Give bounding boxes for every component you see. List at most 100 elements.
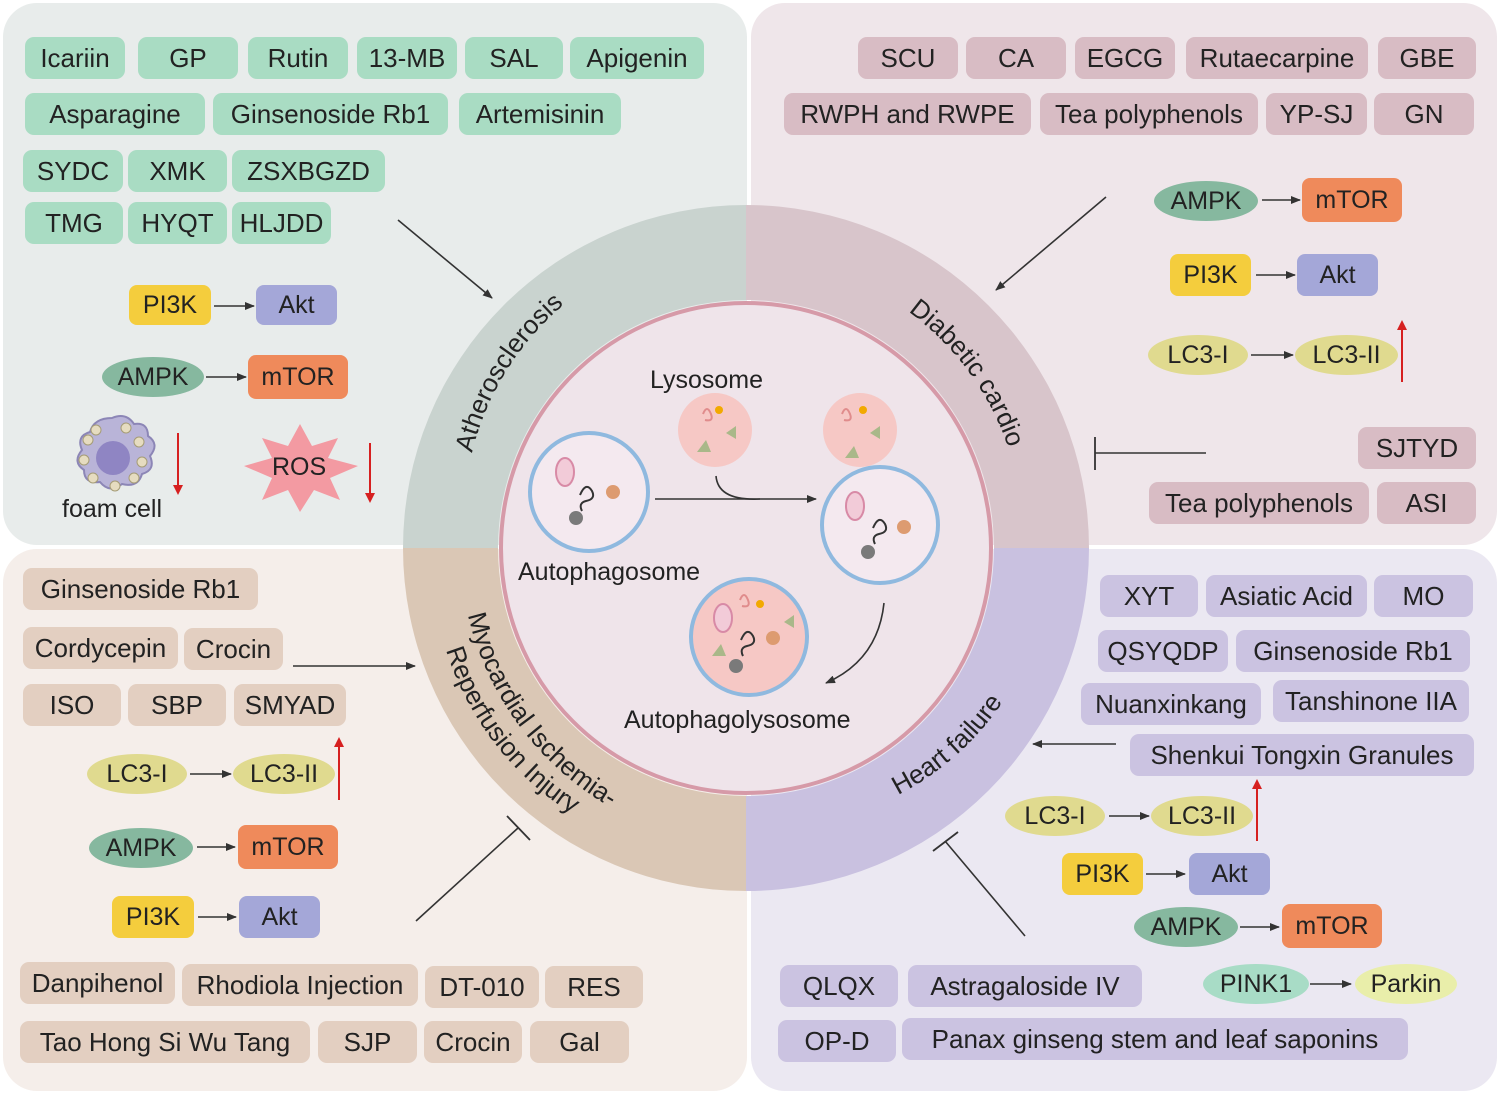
lc3-i-node: LC3-I: [1005, 796, 1105, 836]
drug-label: XYT: [1100, 575, 1198, 617]
drug-label: Tea polyphenols: [1040, 93, 1258, 135]
foam-cell-label: foam cell: [62, 495, 163, 523]
autophagolysosome-icon: [689, 577, 809, 697]
ring-segment-heart-failure: [746, 548, 1089, 891]
hf-inhibit-line: [944, 840, 1026, 937]
ring-segment-atherosclerosis: [403, 205, 746, 548]
hf-inhibit-bar: [932, 831, 959, 852]
inhibitor-label: Panax ginseng stem and leaf saponins: [902, 1018, 1408, 1060]
ampk-node: AMPK: [1134, 907, 1238, 947]
inhibitor-label: Tea polyphenols: [1149, 482, 1369, 524]
drug-label: Rutin: [248, 37, 348, 79]
drug-label: Asparagine: [25, 93, 205, 135]
drug-label: Apigenin: [570, 37, 704, 79]
drug-label: Icariin: [25, 37, 125, 79]
parkin-node: Parkin: [1355, 964, 1457, 1004]
drug-label: Tanshinone IIA: [1273, 680, 1469, 722]
ring-segment-mi: [403, 548, 746, 891]
lysosome-icon-2: [823, 393, 897, 467]
inhibitor-label: OP-D: [778, 1020, 896, 1062]
inhibitor-label: SJTYD: [1358, 427, 1476, 469]
drug-label: SCU: [858, 37, 958, 79]
lc3-i-node: LC3-I: [87, 754, 187, 794]
inhibitor-label: Danpihenol: [20, 962, 175, 1004]
drug-label: GN: [1374, 93, 1474, 135]
maturation-arrow: [825, 602, 885, 684]
lysosome-label: Lysosome: [650, 366, 764, 394]
drug-label: EGCG: [1075, 37, 1175, 79]
lysosome-merge-arrow: [715, 475, 761, 500]
lc3-ii-node: LC3-II: [1151, 796, 1253, 836]
mtor-node: mTOR: [1302, 178, 1402, 222]
inhibitor-label: Tao Hong Si Wu Tang: [20, 1021, 310, 1063]
drug-label: SBP: [128, 684, 226, 726]
drug-label: HLJDD: [232, 202, 331, 244]
lc3-ii-node: LC3-II: [233, 754, 335, 794]
drug-label: YP-SJ: [1266, 93, 1367, 135]
atherosclerosis-promote-arrow: [397, 219, 493, 299]
ampk-node: AMPK: [1154, 181, 1258, 221]
akt-node: Akt: [1189, 853, 1270, 895]
drug-label: Asiatic Acid: [1206, 575, 1367, 617]
drug-label: TMG: [25, 202, 123, 244]
drug-label: Cordycepin: [23, 627, 178, 669]
inhibitor-label: QLQX: [780, 965, 898, 1007]
drug-label: Artemisinin: [459, 93, 621, 135]
diabetic-promote-arrow: [995, 196, 1107, 291]
akt-node: Akt: [256, 285, 337, 325]
autophagosome-icon: [528, 431, 650, 553]
inhibitor-label: SJP: [318, 1021, 417, 1063]
mi-inhibit-bar: [506, 815, 531, 841]
lysosome-icon: [678, 393, 752, 467]
drug-label: SYDC: [23, 150, 123, 192]
drug-label: QSYQDP: [1098, 630, 1228, 672]
ros-burst-icon: [244, 424, 358, 512]
ring-segment-diabetic: [746, 205, 1089, 548]
drug-label: Rutaecarpine: [1186, 37, 1368, 79]
drug-label: SAL: [465, 37, 563, 79]
drug-label: GP: [138, 37, 238, 79]
autophagolysosome-label: Autophagolysosome: [624, 706, 851, 734]
inhibitor-label: Crocin: [424, 1021, 522, 1063]
akt-node: Akt: [239, 896, 320, 938]
drug-label: CA: [966, 37, 1066, 79]
mtor-node: mTOR: [1282, 904, 1382, 948]
lc3-ii-node: LC3-II: [1295, 335, 1398, 375]
ampk-node: AMPK: [102, 357, 204, 397]
foam-cell-icon: [76, 415, 156, 492]
akt-node: Akt: [1297, 254, 1378, 296]
inhibitor-label: Gal: [530, 1021, 629, 1063]
mtor-node: mTOR: [248, 355, 348, 399]
drug-label: HYQT: [128, 202, 227, 244]
drug-label: Shenkui Tongxin Granules: [1130, 734, 1474, 776]
inhibitor-label: Rhodiola Injection: [182, 964, 418, 1006]
pink1-node: PINK1: [1203, 964, 1309, 1004]
pi3k-node: PI3K: [1062, 853, 1143, 895]
pi3k-node: PI3K: [129, 285, 211, 325]
drug-label: Ginsenoside Rb1: [23, 568, 258, 610]
inhibitor-label: DT-010: [425, 966, 539, 1008]
ampk-node: AMPK: [89, 828, 193, 868]
lc3-i-node: LC3-I: [1148, 335, 1248, 375]
pi3k-node: PI3K: [112, 896, 194, 938]
drug-label: MO: [1374, 575, 1473, 617]
drug-label: Crocin: [184, 628, 283, 670]
drug-label: GBE: [1378, 37, 1476, 79]
pi3k-node: PI3K: [1170, 254, 1251, 296]
inhibitor-label: Astragaloside IV: [908, 965, 1142, 1007]
drug-label: ZSXBGZD: [232, 150, 385, 192]
fusion-vesicle-icon: [820, 465, 940, 585]
drug-label: SMYAD: [234, 684, 346, 726]
ros-label: ROS: [272, 453, 327, 481]
mi-inhibit-line: [415, 827, 519, 922]
mtor-node: mTOR: [238, 825, 338, 869]
autophagosome-label: Autophagosome: [518, 558, 701, 586]
inhibitor-label: RES: [545, 966, 643, 1008]
inhibitor-label: ASI: [1377, 482, 1476, 524]
drug-label: 13-MB: [357, 37, 457, 79]
drug-label: XMK: [128, 150, 227, 192]
drug-label: Ginsenoside Rb1: [213, 93, 448, 135]
drug-label: Ginsenoside Rb1: [1236, 630, 1470, 672]
drug-label: Nuanxinkang: [1081, 683, 1261, 725]
drug-label: RWPH and RWPE: [784, 93, 1031, 135]
